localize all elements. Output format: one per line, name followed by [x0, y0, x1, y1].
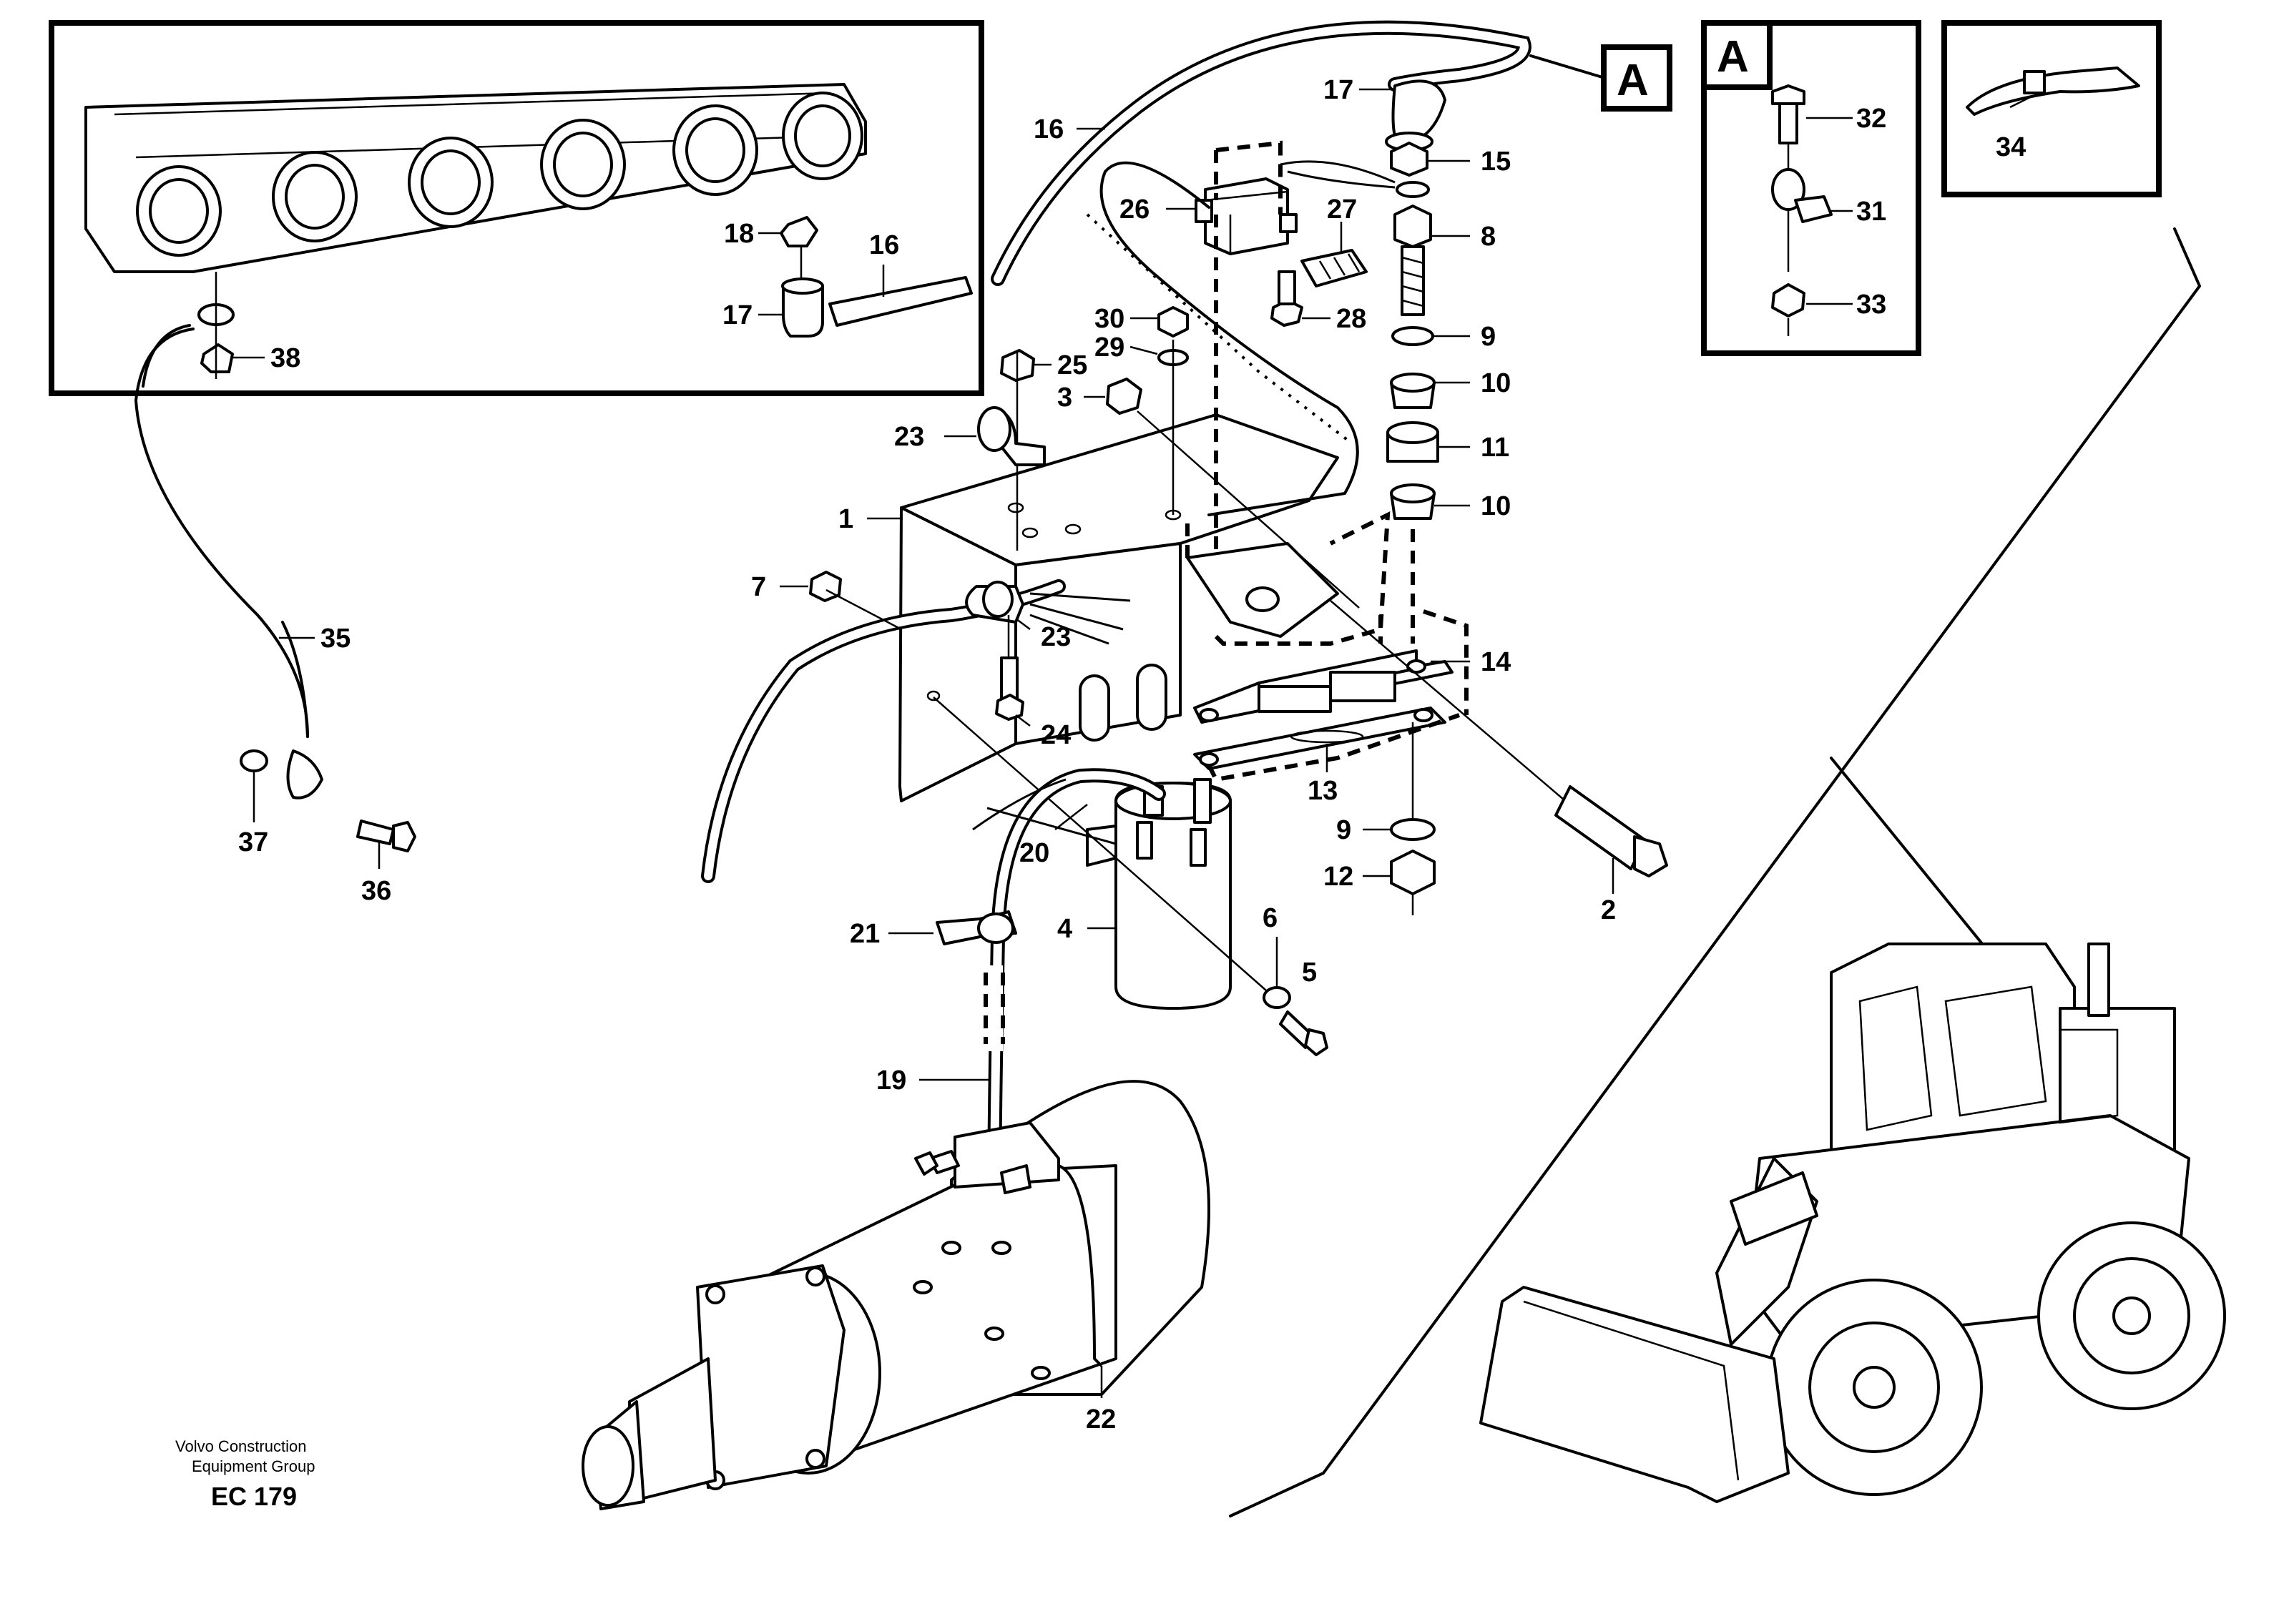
detail-a-inset: A	[1701, 20, 1921, 356]
nut-18	[780, 216, 818, 247]
callout-13: 13	[1308, 776, 1338, 806]
cable-tie-34	[1966, 67, 2140, 116]
callout-27: 27	[1327, 195, 1357, 225]
publisher-credit: Volvo Construction Equipment Group EC 17…	[175, 1437, 315, 1511]
hose-16-inset	[828, 276, 973, 327]
callout-37: 37	[238, 827, 268, 857]
callout-21: 21	[850, 919, 880, 949]
intake-manifold	[84, 83, 867, 273]
nut-12	[1390, 850, 1436, 895]
callout-10b: 10	[1481, 491, 1511, 521]
washer-9-top	[1391, 326, 1434, 346]
callout-7: 7	[751, 572, 766, 602]
callout-24: 24	[1041, 720, 1071, 750]
callout-34: 34	[1996, 132, 2026, 162]
callout-17a: 17	[1323, 75, 1353, 105]
nut-38	[200, 343, 234, 373]
callout-29: 29	[1094, 333, 1124, 363]
manifold-inset-frame	[49, 20, 984, 396]
callout-36: 36	[361, 876, 391, 906]
callout-9b: 9	[1336, 815, 1351, 845]
detail-ref-box	[1601, 44, 1672, 112]
ground-cable-35	[134, 328, 309, 738]
callout-19: 19	[876, 1066, 906, 1096]
callout-17b: 17	[722, 300, 753, 330]
callout-25: 25	[1057, 350, 1087, 380]
callout-35: 35	[320, 624, 351, 654]
callout-33: 33	[1856, 290, 1886, 320]
credit-line-2: Equipment Group	[192, 1457, 315, 1475]
credit-line-1: Volvo Construction	[175, 1437, 306, 1455]
nut-7	[809, 571, 842, 602]
callout-23a: 23	[894, 422, 924, 452]
bolt-36	[356, 820, 395, 845]
callout-10a: 10	[1481, 368, 1511, 398]
callout-31: 31	[1856, 197, 1886, 227]
callout-8: 8	[1481, 222, 1496, 252]
callout-11: 11	[1481, 433, 1509, 463]
washer-9-bottom	[1390, 818, 1436, 841]
callout-15: 15	[1481, 147, 1511, 177]
callout-20: 20	[1019, 838, 1049, 868]
callout-18: 18	[724, 219, 754, 249]
callouts: 1 2 3 4 5 6 7 8 9 9 10 10 11 12 13 14 15	[232, 75, 2032, 1434]
connector-27	[1300, 249, 1368, 287]
detail-a-label: A	[1717, 32, 1749, 82]
callout-2: 2	[1601, 895, 1616, 925]
detail-leader-a	[1529, 54, 1604, 79]
screw-5	[1279, 1010, 1314, 1049]
callout-32: 32	[1856, 104, 1886, 134]
callout-12: 12	[1323, 862, 1353, 892]
callout-5: 5	[1302, 958, 1317, 988]
starter-motor-22	[582, 1080, 1210, 1510]
relay-26	[1195, 140, 1298, 558]
callout-9a: 9	[1481, 322, 1496, 352]
nut-30	[1157, 306, 1189, 338]
callout-23b: 23	[1041, 622, 1071, 652]
bolt-8-head	[1393, 205, 1432, 248]
overview-frame-line	[1229, 227, 2201, 1517]
callout-6: 6	[1263, 903, 1278, 933]
figure-code: EC 179	[211, 1482, 297, 1511]
bolt-32	[1771, 84, 1805, 105]
callout-28: 28	[1336, 304, 1366, 334]
terminal-block-14	[1193, 649, 1454, 724]
bolt-2	[1554, 785, 1647, 870]
detail-ref-label: A	[1617, 56, 1649, 105]
cable-tie-34-inset	[1941, 20, 2162, 197]
nut-33	[1771, 283, 1805, 318]
cable-lug-35	[286, 749, 323, 799]
callout-26: 26	[1119, 195, 1150, 225]
washer-6	[1263, 986, 1291, 1009]
callout-38: 38	[270, 343, 300, 373]
bushing-stack	[1386, 142, 1439, 644]
callout-30: 30	[1094, 304, 1124, 334]
callout-22: 22	[1086, 1404, 1116, 1434]
plate-13	[1193, 609, 1469, 782]
washer-37	[240, 749, 268, 772]
callout-16a: 16	[1034, 114, 1064, 144]
capacitor-4	[1086, 778, 1232, 1010]
elbow-17	[782, 285, 824, 338]
wheel-loader-overview	[1479, 943, 2226, 1503]
nut-3	[1106, 378, 1142, 415]
elbow-17-upper	[1391, 79, 1446, 137]
manifold-inset	[49, 20, 984, 396]
callout-4: 4	[1057, 914, 1072, 944]
callout-16b: 16	[869, 230, 899, 260]
callout-3: 3	[1057, 383, 1072, 413]
callout-1: 1	[838, 504, 853, 534]
callout-14: 14	[1481, 647, 1511, 677]
